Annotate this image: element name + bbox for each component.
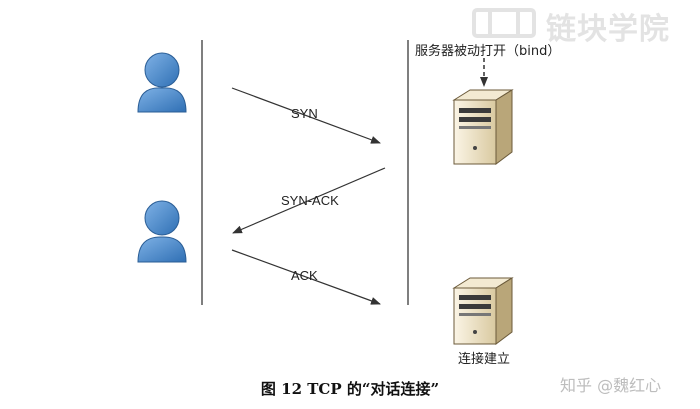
- syn-arrow: [231, 87, 381, 144]
- server-bind-label: 服务器被动打开（bind）: [415, 44, 561, 59]
- figure-caption: 图 12 TCP 的“对话连接”: [260, 380, 440, 398]
- connection-established-label: 连接建立: [458, 352, 511, 367]
- zhihu-watermark: 知乎 @魏红心: [560, 376, 662, 395]
- syn-label: SYN: [291, 106, 318, 121]
- client-user-icon: [137, 52, 187, 113]
- synack-arrow: [232, 167, 386, 234]
- client-user-icon: [137, 200, 187, 263]
- synack-label: SYN-ACK: [281, 193, 339, 208]
- ack-label: ACK: [291, 268, 318, 283]
- watermark-logo-icon: [472, 8, 536, 38]
- watermark-text: 链块学院: [546, 12, 670, 47]
- server-icon: [452, 277, 514, 345]
- ack-arrow: [231, 249, 381, 305]
- server-icon: [452, 89, 514, 165]
